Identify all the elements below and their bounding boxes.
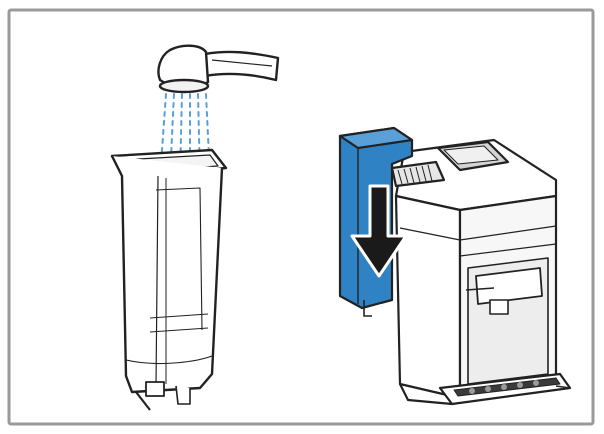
down-arrow-icon bbox=[350, 184, 408, 278]
coffee-machine-icon bbox=[390, 138, 572, 406]
faucet-icon bbox=[157, 44, 280, 94]
water-drops-icon bbox=[159, 93, 211, 179]
water-tank-icon bbox=[110, 148, 228, 411]
